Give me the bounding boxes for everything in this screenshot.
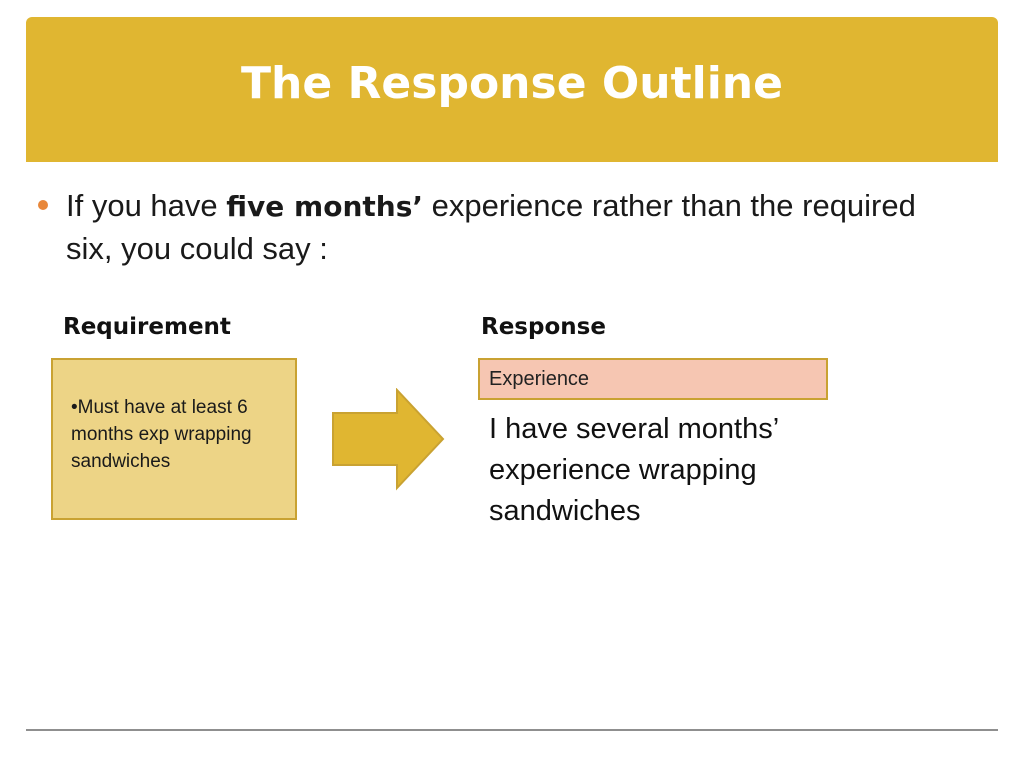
response-heading-box: Experience xyxy=(478,358,828,400)
requirement-label: Requirement xyxy=(63,314,231,340)
right-arrow-icon xyxy=(332,388,445,491)
response-label: Response xyxy=(481,314,606,340)
bullet-text: If you have five months’ experience rath… xyxy=(66,185,938,270)
bullet-suffix: experience rather than the required six,… xyxy=(66,188,916,266)
requirement-box: •Must have at least 6 months exp wrappin… xyxy=(51,358,297,520)
bullet-emphasis: five months’ xyxy=(226,190,423,223)
title-banner: The Response Outline xyxy=(26,17,998,162)
bullet-prefix: If you have xyxy=(66,188,227,223)
bullet-dot-icon xyxy=(38,200,48,210)
footer-divider xyxy=(26,729,998,731)
slide-title: The Response Outline xyxy=(241,58,783,109)
response-text: I have several months’ experience wrappi… xyxy=(489,413,779,527)
bullet-item: If you have five months’ experience rath… xyxy=(38,185,938,270)
